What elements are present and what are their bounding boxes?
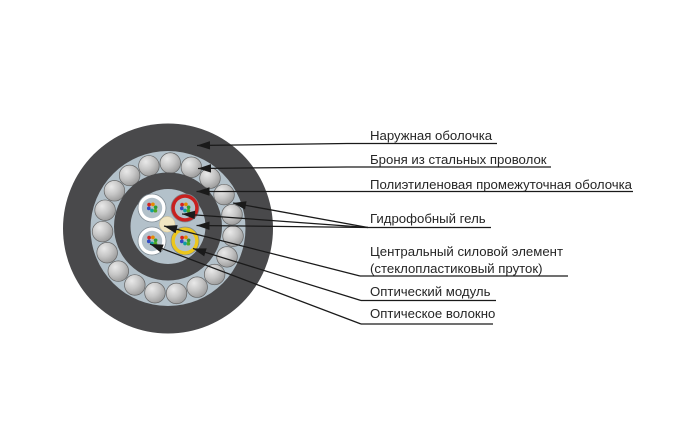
- callout-label-text: Броня из стальных проволок: [370, 152, 547, 167]
- armor-wire: [216, 246, 238, 268]
- optical-fiber-dot: [183, 208, 187, 213]
- armor-wire: [118, 164, 141, 187]
- callout-label-text: Оптическое волокно: [370, 306, 496, 321]
- callout-arrow-gel: [196, 221, 369, 230]
- armor-wire: [159, 152, 181, 174]
- optical-fiber-dot: [186, 205, 191, 210]
- callout-label-text: Наружная оболочка: [370, 128, 493, 143]
- callout-label-text: Гидрофобный гель: [370, 211, 486, 226]
- module-yellow-interior: [174, 230, 196, 252]
- armor-wire: [124, 274, 146, 296]
- optical-fiber-dot: [180, 202, 184, 207]
- armor-wire: [144, 282, 166, 304]
- callout-label-text: Полиэтиленовая промежуточная оболочка: [370, 176, 633, 192]
- callout-label-text2: (стеклопластиковый пруток): [370, 260, 543, 276]
- callout-label-armor: Броня из стальных проволок: [370, 152, 547, 169]
- optical-fiber-dot: [186, 241, 191, 246]
- optical-fiber-dot: [146, 206, 151, 211]
- optical-fiber-dot: [150, 208, 154, 213]
- callout-arrow-gel: [181, 210, 369, 229]
- central-strength-element: [159, 216, 176, 233]
- optical-fiber-dot: [151, 202, 155, 207]
- optical-fiber-dot: [179, 239, 184, 244]
- callout-label-text: Оптический модуль: [370, 283, 491, 299]
- optical-fiber-dot: [147, 202, 151, 207]
- callout-arrow-fiber: [149, 243, 362, 325]
- optical-fiber-dot: [186, 238, 191, 243]
- module-white-1-interior: [141, 197, 163, 219]
- armor-wire: [94, 199, 116, 221]
- optical-fiber-dot: [179, 206, 184, 211]
- optical-fiber-dot: [186, 208, 191, 213]
- optical-fiber-dot: [180, 235, 184, 240]
- armor-wire: [96, 242, 118, 264]
- callout-arrow-armor: [197, 164, 348, 173]
- optical-fiber-dot: [153, 205, 158, 210]
- callout-label-gel: Гидрофобный гель: [370, 211, 486, 228]
- callout-arrow-outer-sheath: [196, 141, 348, 150]
- armor-wire: [186, 276, 208, 298]
- optical-fiber-dot: [147, 235, 151, 240]
- optical-fiber-dot: [146, 239, 151, 244]
- callout-arrow-gel: [232, 201, 369, 229]
- callout-label-intermediate-sheath: Полиэтиленовая промежуточная оболочка: [370, 177, 632, 194]
- armor-wire: [165, 282, 188, 305]
- callout-label-central-element: Центральный силовой элемент(стеклопласти…: [370, 244, 563, 277]
- armor-wire: [180, 156, 203, 178]
- callout-arrow-central-element: [163, 225, 361, 277]
- armor-wire: [107, 260, 129, 282]
- callout-label-module: Оптический модуль: [370, 284, 490, 301]
- optical-fiber-dot: [183, 241, 187, 246]
- callout-label-outer-sheath: Наружная оболочка: [370, 128, 492, 145]
- armor-wire: [91, 220, 114, 243]
- armor-wire: [213, 183, 235, 206]
- optical-fiber-dot: [184, 235, 188, 240]
- callout-arrow-module: [192, 247, 362, 302]
- optical-fiber-dot: [151, 235, 155, 240]
- armor-wire: [203, 263, 226, 286]
- armor-wire: [221, 203, 243, 226]
- module-white-2-interior: [141, 230, 163, 252]
- armor-wire: [103, 180, 126, 202]
- callout-label-fiber: Оптическое волокно: [370, 306, 495, 323]
- optical-fiber-dot: [153, 238, 158, 243]
- optical-fiber-dot: [184, 202, 188, 207]
- optical-fiber-dot: [153, 208, 158, 213]
- armor-wire: [138, 155, 160, 177]
- callout-label-text: Центральный силовой элемент: [370, 244, 563, 259]
